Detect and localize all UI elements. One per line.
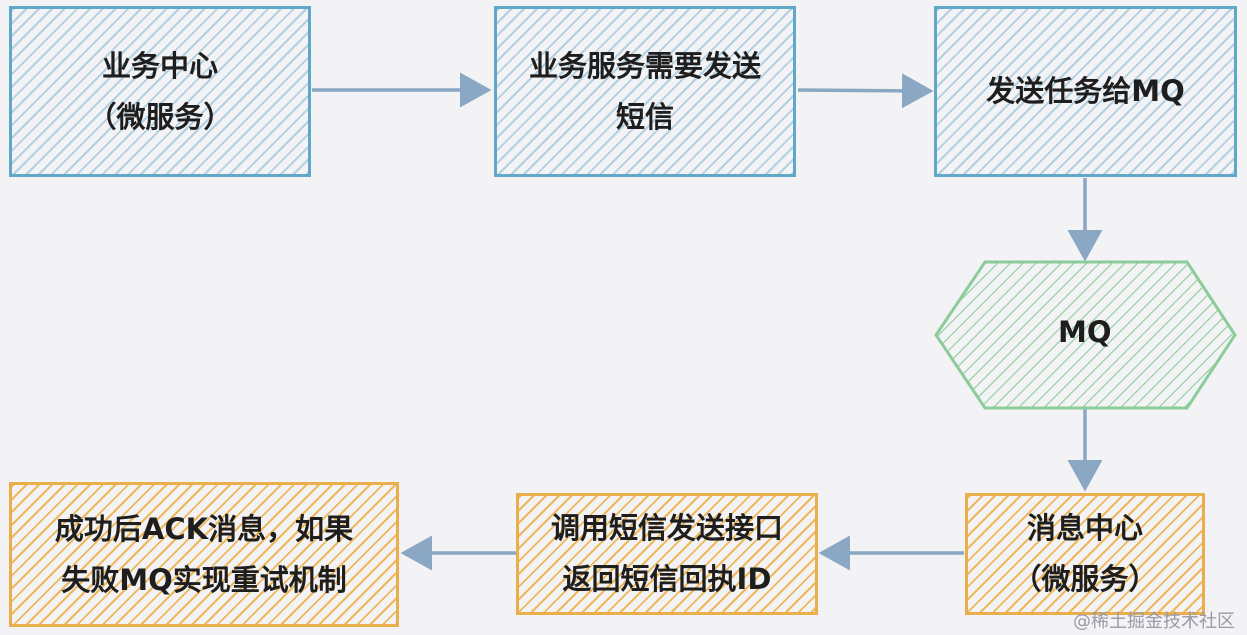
- call-sms-api-label: 调用短信发送接口 返回短信回执ID: [550, 511, 783, 596]
- send-sms-label: 业务服务需要发送 短信: [528, 48, 761, 134]
- mq-label: MQ: [1058, 315, 1112, 349]
- business-center-label: 业务中心 （微服务）: [87, 48, 233, 134]
- business-center-box[interactable]: 业务中心 （微服务）: [9, 6, 311, 177]
- arrow-sms-to-task: [797, 73, 934, 109]
- message-center-label: 消息中心 （微服务）: [1012, 511, 1158, 596]
- send-sms-box[interactable]: 业务服务需要发送 短信: [494, 6, 796, 177]
- message-center-box[interactable]: 消息中心 （微服务）: [965, 493, 1205, 615]
- send-task-mq-label: 发送任务给MQ: [986, 74, 1185, 109]
- ack-retry-label: 成功后ACK消息，如果 失败MQ实现重试机制: [54, 511, 354, 597]
- ack-retry-box[interactable]: 成功后ACK消息，如果 失败MQ实现重试机制: [9, 482, 399, 627]
- call-sms-api-box[interactable]: 调用短信发送接口 返回短信回执ID: [516, 493, 818, 615]
- mq-hexagon[interactable]: [934, 260, 1237, 410]
- send-task-mq-box[interactable]: 发送任务给MQ: [934, 6, 1237, 177]
- watermark: @稀土掘金技术社区: [1073, 611, 1235, 632]
